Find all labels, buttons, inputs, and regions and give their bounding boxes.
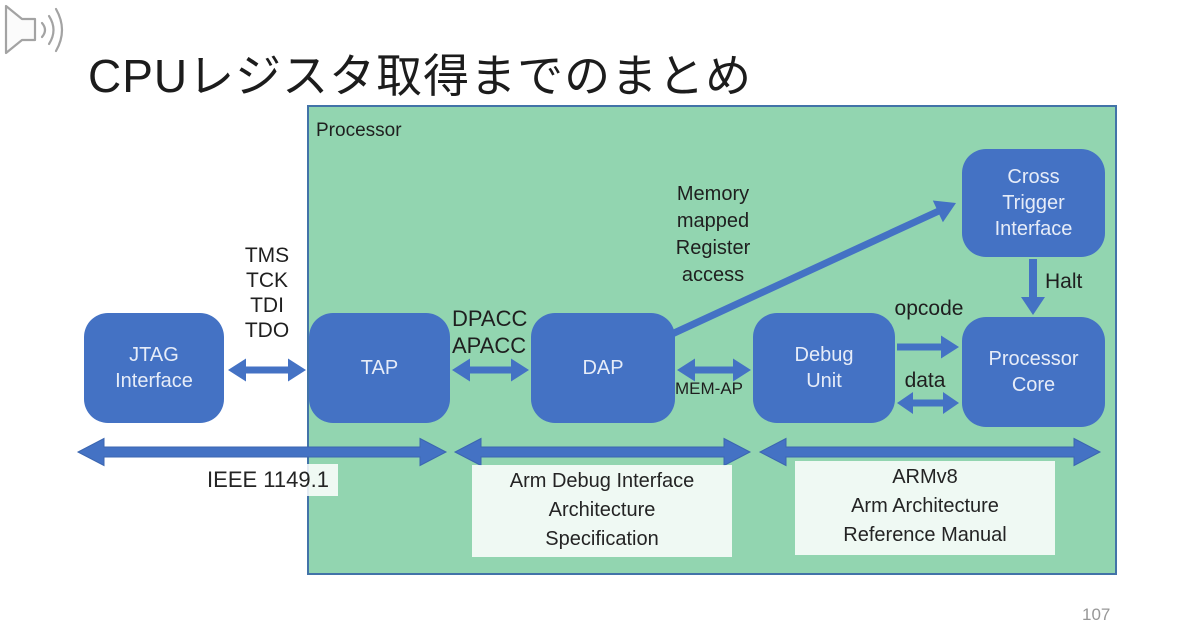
speaker-body [4, 4, 37, 55]
audio-speaker-icon[interactable] [2, 2, 74, 58]
node-tap: TAP [309, 313, 450, 423]
node-cross-trigger-interface: Cross Trigger Interface [962, 149, 1105, 257]
label-data: data [904, 369, 946, 392]
spec-label-ieee-1149-1: IEEE 1149.1 [198, 464, 338, 496]
label-mem-ap: MEM-AP [675, 379, 743, 398]
sound-wave-medium [47, 14, 55, 46]
slide-title: CPUレジスタ取得までのまとめ [88, 50, 753, 102]
label-halt: Halt [1045, 270, 1083, 293]
node-jtag-interface: JTAG Interface [84, 313, 224, 423]
sound-wave-large [54, 7, 64, 53]
arrow-jtag-tap [228, 358, 306, 382]
label-jtag-signals: TMS TCK TDI TDO [244, 244, 290, 342]
sound-wave-small [40, 21, 47, 39]
page-number: 107 [1082, 605, 1111, 624]
label-memory-mapped-register-access: Memory mapped Register access [675, 183, 751, 286]
label-opcode: opcode [894, 297, 964, 320]
label-dpacc-apacc: DPACC APACC [452, 306, 528, 358]
node-processor-core: Processor Core [962, 317, 1105, 427]
processor-container-label: Processor [316, 120, 402, 141]
node-dap: DAP [531, 313, 675, 423]
spec-label-arm-debug-interface: Arm Debug Interface Architecture Specifi… [472, 465, 732, 557]
node-debug-unit: Debug Unit [753, 313, 895, 423]
spec-label-armv8-reference-manual: ARMv8 Arm Architecture Reference Manual [795, 461, 1055, 555]
